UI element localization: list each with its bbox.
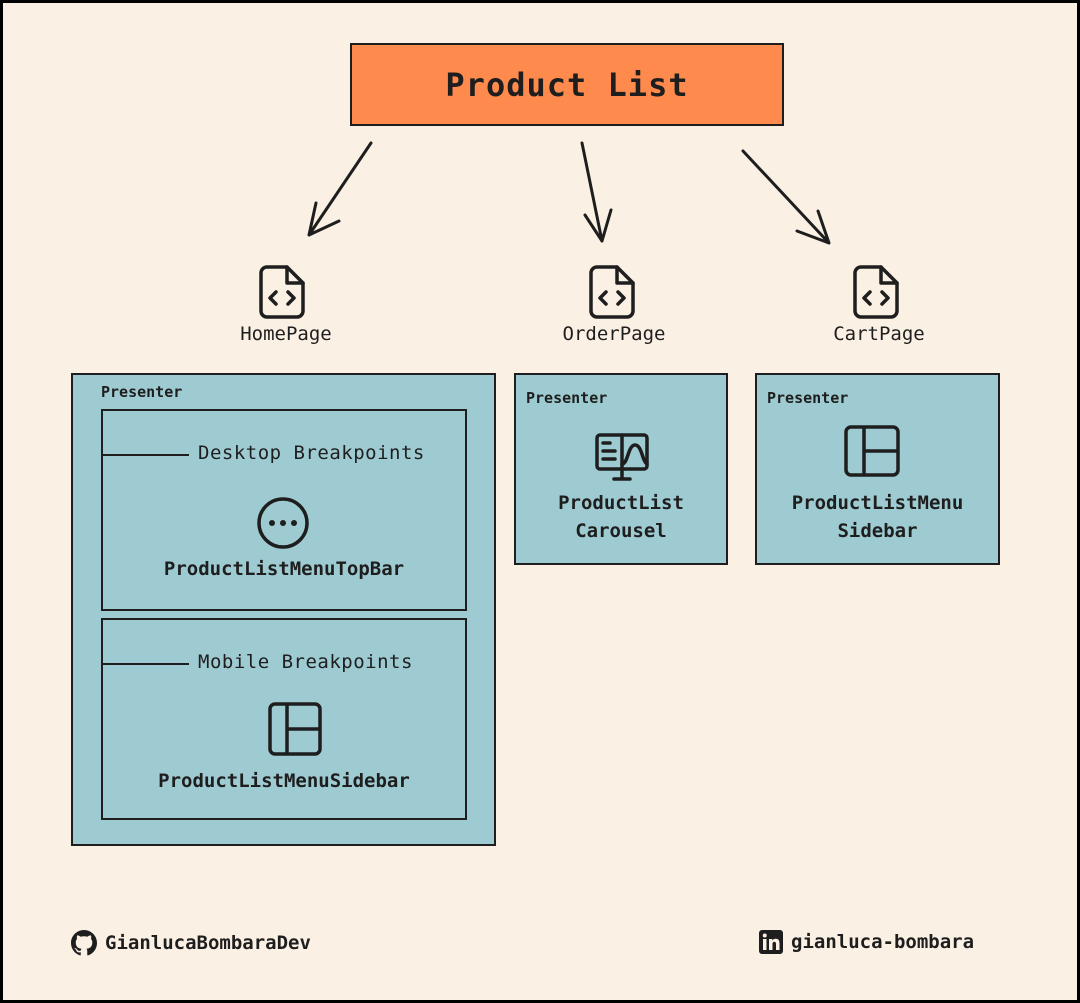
- code-file-icon: [853, 265, 899, 319]
- title-text: Product List: [445, 65, 689, 104]
- section-line: [103, 663, 189, 665]
- home-presenter-panel: Presenter Desktop Breakpoints ProductLis…: [71, 373, 496, 846]
- layout-sidebar-icon: [844, 425, 900, 477]
- presenter-label: Presenter: [526, 389, 608, 407]
- title-box: Product List: [350, 43, 784, 126]
- arrow-to-cartpage: [741, 149, 831, 245]
- section-line: [103, 454, 189, 456]
- mobile-breakpoints-box: Mobile Breakpoints ProductListMenuSideba…: [101, 618, 467, 820]
- arrow-to-orderpage: [580, 141, 613, 243]
- github-icon: [71, 930, 97, 956]
- order-presenter-panel: Presenter ProductList Carousel: [514, 373, 728, 565]
- order-component-label: ProductList Carousel: [558, 492, 684, 542]
- more-horizontal-icon: [257, 497, 309, 549]
- presenter-label: Presenter: [101, 383, 183, 401]
- linkedin-icon: [759, 930, 783, 954]
- cart-presenter-panel: Presenter ProductListMenu Sidebar: [755, 373, 1000, 565]
- cart-component-label: ProductListMenu Sidebar: [791, 492, 964, 542]
- code-file-icon: [259, 265, 305, 319]
- desktop-breakpoints-box: Desktop Breakpoints ProductListMenuTopBa…: [101, 409, 467, 611]
- mobile-breakpoints-label: Mobile Breakpoints: [198, 651, 413, 673]
- linkedin-link[interactable]: gianluca-bombara: [759, 930, 974, 954]
- page-label-cart: CartPage: [833, 323, 925, 345]
- page-label-home: HomePage: [240, 323, 332, 345]
- code-file-icon: [589, 265, 635, 319]
- monitor-icon: [595, 433, 649, 481]
- layout-sidebar-icon: [268, 702, 322, 756]
- linkedin-handle: gianluca-bombara: [791, 931, 975, 953]
- presenter-label: Presenter: [767, 389, 849, 407]
- github-link[interactable]: GianlucaBombaraDev: [71, 930, 311, 956]
- page-label-order: OrderPage: [562, 323, 666, 345]
- arrow-to-homepage: [307, 141, 373, 237]
- desktop-breakpoints-label: Desktop Breakpoints: [198, 442, 425, 464]
- github-handle: GianlucaBombaraDev: [105, 932, 311, 954]
- mobile-component-label: ProductListMenuSidebar: [158, 770, 410, 792]
- desktop-component-label: ProductListMenuTopBar: [163, 558, 405, 580]
